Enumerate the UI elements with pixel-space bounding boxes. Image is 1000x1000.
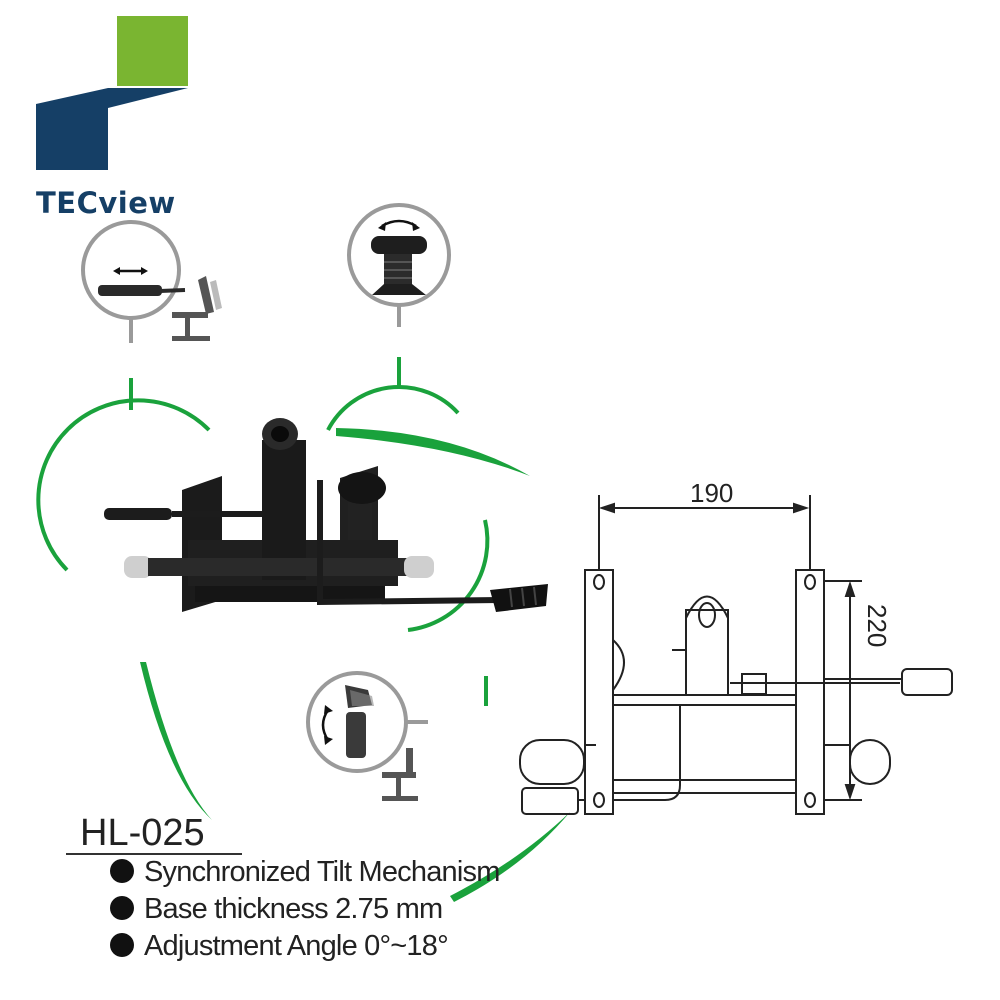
model-number: HL-025 xyxy=(80,812,205,854)
feature-text: Synchronized Tilt Mechanism xyxy=(144,856,500,888)
mechanism-photo xyxy=(104,418,548,612)
guide-sweeps xyxy=(140,428,570,902)
tension-knob-rotate-icon xyxy=(347,203,451,327)
feature-text: Adjustment Angle 0°~18° xyxy=(144,930,449,962)
brand-name: TECview xyxy=(36,186,176,220)
backrest-tilt-lock-icon xyxy=(306,671,428,801)
bullet-icon xyxy=(110,896,134,920)
model-underline xyxy=(66,853,242,855)
bullet-icon xyxy=(110,859,134,883)
technical-drawing xyxy=(519,495,953,815)
feature-item: Synchronized Tilt Mechanism xyxy=(110,855,500,892)
seat-depth-slide-icon xyxy=(81,220,222,343)
dimension-width: 190 xyxy=(690,478,734,508)
bullet-icon xyxy=(110,933,134,957)
feature-text: Base thickness 2.75 mm xyxy=(144,893,443,925)
guide-arcs xyxy=(36,357,490,706)
tecview-logo xyxy=(36,16,188,170)
feature-list: Synchronized Tilt Mechanism Base thickne… xyxy=(110,855,500,966)
feature-item: Adjustment Angle 0°~18° xyxy=(110,929,500,966)
dimension-height: 220 xyxy=(862,604,892,648)
feature-item: Base thickness 2.75 mm xyxy=(110,892,500,929)
